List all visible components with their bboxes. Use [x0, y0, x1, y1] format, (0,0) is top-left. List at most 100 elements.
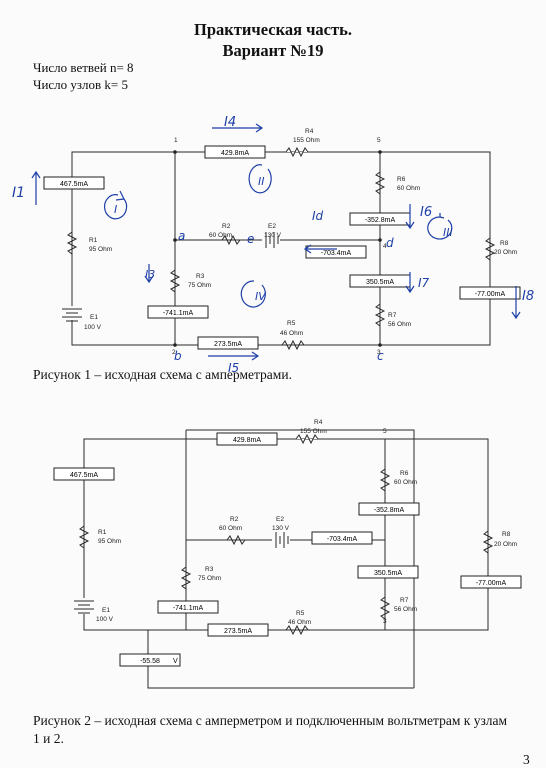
- r8-label: R8: [500, 240, 509, 247]
- r2-zigzag: [221, 234, 241, 246]
- title-line1: Практическая часть.: [194, 20, 352, 39]
- hand-id: Id: [312, 209, 324, 223]
- svg-text:V: V: [173, 658, 178, 665]
- component-labels-1: R4 155 Ohm 1 5 R6 60 Ohm R1 95 Ohm R2 60…: [84, 128, 517, 356]
- component-labels-2: R4 155 Ohm 5 R6 60 Ohm R1 95 Ohm R2 60 O…: [96, 419, 517, 626]
- hand-i8: I8: [522, 289, 534, 304]
- r8-zigzag: [484, 237, 496, 261]
- hand-i7: I7: [418, 276, 430, 290]
- r5-zigzag: [281, 339, 305, 351]
- nodes-1: [173, 150, 382, 347]
- r3-value: 75 Ohm: [188, 282, 211, 289]
- ammeters-1: 429.8mA 467.5mA -703.4mA -741.1mA 273.5m…: [43, 145, 521, 350]
- ammeter-r8: -77.00mA: [475, 291, 506, 298]
- r1-zigzag: [66, 231, 78, 255]
- r7-label-2: R7: [400, 597, 409, 604]
- e2-value-2: 130 V: [272, 525, 290, 532]
- r4-zigzag: [285, 146, 309, 158]
- r4-label: R4: [305, 128, 314, 135]
- hand-loop3: III: [443, 226, 453, 239]
- r3-value-2: 75 Ohm: [198, 575, 221, 582]
- r4-value-2: 155 Ohm: [300, 428, 327, 435]
- r2-label-2: R2: [230, 516, 239, 523]
- r3-zigzag: [169, 269, 181, 293]
- voltmeter: -55.58: [140, 658, 160, 665]
- node-4: 4: [383, 243, 387, 250]
- r8-value: 20 Ohm: [494, 249, 517, 256]
- hand-node-c: c: [377, 349, 384, 363]
- r3-label: R3: [196, 273, 205, 280]
- node-5: 5: [377, 137, 381, 144]
- hand-node-e: e: [247, 232, 254, 246]
- r1-value: 95 Ohm: [89, 246, 112, 253]
- e1-value: 100 V: [84, 324, 102, 331]
- ammeter-left: 467.5mA: [60, 181, 88, 188]
- title-line2: Вариант №19: [222, 41, 324, 60]
- ammeters-2: 429.8mA 467.5mA -703.4mA -741.1mA 273.5m…: [53, 432, 522, 667]
- resistors-1: [66, 146, 496, 351]
- ammeter2-r6: -352.8mA: [374, 507, 405, 514]
- r1-label: R1: [89, 237, 98, 244]
- r4-label-2: R4: [314, 419, 323, 426]
- ammeter-r5: 273.5mA: [214, 341, 242, 348]
- node-1: 1: [174, 137, 178, 144]
- ammeter2-r8: -77.00mA: [476, 580, 507, 587]
- hand-i3: I3: [145, 268, 155, 281]
- ammeter-r3: -741.1mA: [163, 310, 194, 317]
- node-3: 3: [377, 349, 381, 356]
- e1-value-2: 100 V: [96, 616, 114, 623]
- figure-2-caption-line2: 1 и 2.: [33, 731, 64, 746]
- hand-i6: I6: [420, 205, 432, 220]
- e2-label-2: E2: [276, 516, 284, 523]
- hand-i5: I5: [228, 361, 239, 375]
- hand-node-a: a: [178, 229, 185, 243]
- r5-value-2: 46 Ohm: [288, 619, 311, 626]
- r6-value-2: 60 Ohm: [394, 479, 417, 486]
- page-number: 3: [523, 752, 530, 767]
- node-5-2: 5: [383, 428, 387, 435]
- ammeter2-r7: 350.5mA: [374, 570, 402, 577]
- circuit-1: [71, 151, 491, 346]
- e2-label: E2: [268, 223, 276, 230]
- handwritten-annotations-1: I4 I1 I II III IV Id I6 I3 I7 I8 I5 a e …: [12, 115, 534, 375]
- r2-value-2: 60 Ohm: [219, 525, 242, 532]
- r4-value: 155 Ohm: [293, 137, 320, 144]
- r2-value: 60 Ohm: [209, 232, 232, 239]
- resistors-2: [78, 433, 494, 636]
- batteries-1: [60, 230, 280, 322]
- nodes-count: Число узлов k= 5: [33, 77, 129, 92]
- r5-label-2: R5: [296, 610, 305, 617]
- hand-arrows: [31, 123, 521, 361]
- r1-label-2: R1: [98, 529, 107, 536]
- figure-2-caption-line1: Рисунок 2 – исходная схема с амперметром…: [33, 713, 508, 728]
- batteries-2: [72, 530, 290, 614]
- ammeter2-top: 429.8mA: [233, 437, 261, 444]
- r2-label: R2: [222, 223, 231, 230]
- hand-loop2: II: [258, 175, 265, 188]
- hand-i4: I4: [224, 115, 236, 130]
- r6-value: 60 Ohm: [397, 185, 420, 192]
- ammeter2-r5: 273.5mA: [224, 628, 252, 635]
- hand-node-b: b: [174, 349, 182, 363]
- node-3-2: 3: [383, 618, 387, 625]
- e1-label-2: E1: [102, 607, 110, 614]
- r6-label-2: R6: [400, 470, 409, 477]
- r7-value: 56 Ohm: [388, 321, 411, 328]
- r6-label: R6: [397, 176, 406, 183]
- r7-value-2: 56 Ohm: [394, 606, 417, 613]
- ammeter2-r3: -741.1mA: [173, 605, 204, 612]
- figure-1-caption: Рисунок 1 – исходная схема с амперметрам…: [33, 367, 292, 382]
- r7-label: R7: [388, 312, 397, 319]
- ammeter-r7: 350.5mA: [366, 279, 394, 286]
- ammeter2-e2: -703.4mA: [327, 536, 358, 543]
- ammeter2-left: 467.5mA: [70, 472, 98, 479]
- branches-count: Число ветвей n= 8: [33, 60, 134, 75]
- r5-value: 46 Ohm: [280, 330, 303, 337]
- r1-value-2: 95 Ohm: [98, 538, 121, 545]
- ammeter-top: 429.8mA: [221, 150, 249, 157]
- e1-label: E1: [90, 314, 98, 321]
- hand-loop1: I: [114, 203, 117, 216]
- r3-label-2: R3: [205, 566, 214, 573]
- hand-i1: I1: [12, 185, 25, 201]
